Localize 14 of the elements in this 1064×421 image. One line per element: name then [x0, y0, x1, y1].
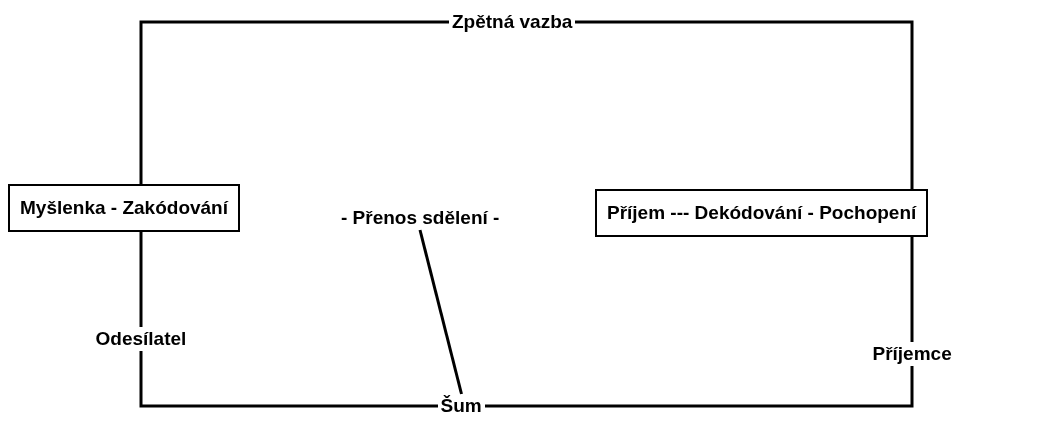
feedback-label: Zpětná vazba — [449, 10, 576, 34]
connector-line — [139, 351, 438, 408]
process-box: Příjem --- Dekódování - Pochopení — [595, 189, 929, 237]
connector-line — [418, 229, 463, 395]
transfer-label: - Přenos sdělení - — [338, 206, 503, 230]
process-box: Myšlenka - Zakódování — [8, 184, 240, 232]
connector-line — [139, 20, 449, 184]
receiver-label: Příjemce — [869, 342, 955, 366]
sender-label: Odesílatel — [92, 327, 190, 351]
connector-line — [485, 366, 914, 408]
connector-line — [910, 237, 914, 342]
connector-line — [575, 20, 914, 189]
connector-line — [139, 232, 143, 327]
noise-label: Šum — [437, 394, 485, 418]
